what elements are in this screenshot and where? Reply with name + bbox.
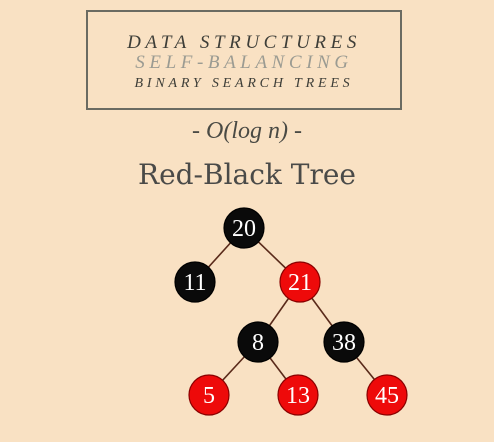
tree-node-circle-5 <box>188 374 230 416</box>
tree-node-circle-8 <box>237 321 279 363</box>
tree-node-label-5: 5 <box>203 383 215 409</box>
tree-node-circle-11 <box>174 261 216 303</box>
tree-node-21: 21 <box>279 261 321 303</box>
tree-node-5: 5 <box>188 374 230 416</box>
tree-title: Red-Black Tree <box>137 158 356 191</box>
tree-node-label-38: 38 <box>332 330 356 356</box>
header-line-binary-search-trees: BINARY SEARCH TREES <box>134 76 354 91</box>
tree-node-circle-21 <box>279 261 321 303</box>
tree-node-circle-38 <box>323 321 365 363</box>
tree-node-label-13: 13 <box>286 383 310 409</box>
tree-node-label-20: 20 <box>232 216 256 242</box>
tree-node-45: 45 <box>366 374 408 416</box>
tree-node-circle-13 <box>277 374 319 416</box>
tree-node-label-21: 21 <box>288 270 312 296</box>
header-line-self-balancing: SELF-BALANCING <box>135 52 353 73</box>
tree-node-label-8: 8 <box>252 330 264 356</box>
tree-node-label-11: 11 <box>183 270 206 296</box>
tree-node-circle-45 <box>366 374 408 416</box>
complexity-label: - O(log n) - <box>192 118 302 144</box>
header-line-data-structures: DATA STRUCTURES <box>127 32 361 53</box>
tree-edges <box>194 227 388 396</box>
tree-node-circle-20 <box>223 207 265 249</box>
tree-node-20: 20 <box>223 207 265 249</box>
tree-node-8: 8 <box>237 321 279 363</box>
tree-node-13: 13 <box>277 374 319 416</box>
tree-node-11: 11 <box>174 261 216 303</box>
tree-node-38: 38 <box>323 321 365 363</box>
tree-node-label-45: 45 <box>375 383 399 409</box>
title-box: DATA STRUCTURES SELF-BALANCING BINARY SE… <box>86 10 402 110</box>
tree-nodes: 20 11 21 8 38 5 13 45 <box>174 207 408 416</box>
